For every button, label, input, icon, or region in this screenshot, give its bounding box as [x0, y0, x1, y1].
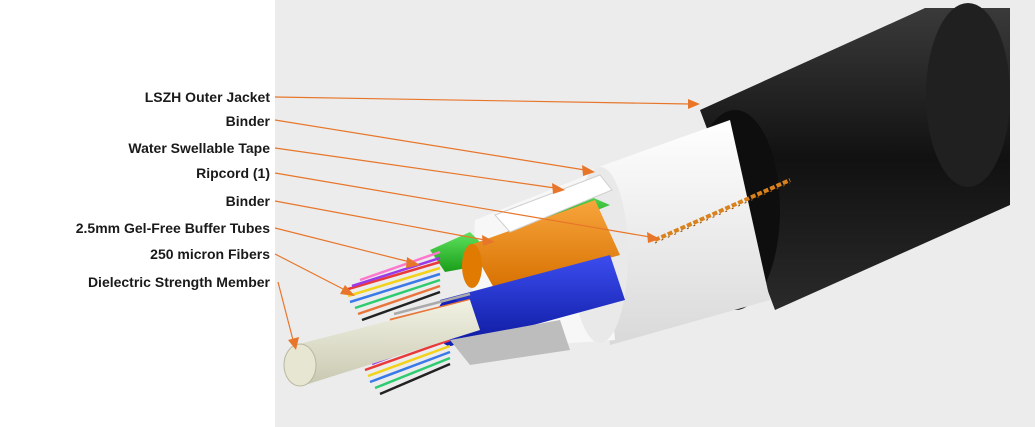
label-water-swellable-tape: Water Swellable Tape	[128, 140, 270, 156]
leader-lines	[274, 96, 700, 350]
leader-arrow-micron-fibers	[340, 285, 355, 296]
label-micron-fibers: 250 micron Fibers	[150, 246, 270, 262]
leader-arrow-binder-inner	[482, 235, 495, 246]
label-binder-inner: Binder	[225, 193, 270, 209]
leader-line-binder-outer	[274, 119, 586, 171]
orange-tube-shape	[462, 200, 620, 290]
label-ripcord: Ripcord (1)	[196, 165, 270, 181]
leader-arrow-ripcord	[647, 232, 660, 243]
leader-line-binder-inner	[274, 200, 486, 241]
label-dielectric-strength-member: Dielectric Strength Member	[87, 274, 270, 290]
label-lszh-outer-jacket: LSZH Outer Jacket	[144, 89, 270, 105]
ripcord-shape	[654, 178, 791, 244]
label-buffer-tubes: 2.5mm Gel-Free Buffer Tubes	[75, 220, 270, 236]
leader-line-outer-jacket	[274, 96, 691, 105]
leader-arrow-strength-member	[288, 337, 299, 350]
leader-line-micron-fibers	[274, 253, 346, 291]
label-binder-outer: Binder	[225, 113, 270, 129]
leader-line-ripcord	[274, 172, 651, 238]
leader-arrow-outer-jacket	[688, 99, 700, 109]
leader-line-tape	[274, 147, 556, 189]
strength-member-shape	[283, 300, 480, 387]
grey-tube-shape	[450, 320, 570, 365]
binder-strip-shape	[494, 174, 613, 233]
leader-arrow-tape	[552, 183, 565, 194]
leader-arrow-buffer-tubes	[406, 257, 420, 268]
leader-arrow-binder-outer	[582, 165, 595, 176]
leader-line-strength-member	[277, 281, 294, 341]
leader-line-buffer-tubes	[274, 227, 411, 263]
